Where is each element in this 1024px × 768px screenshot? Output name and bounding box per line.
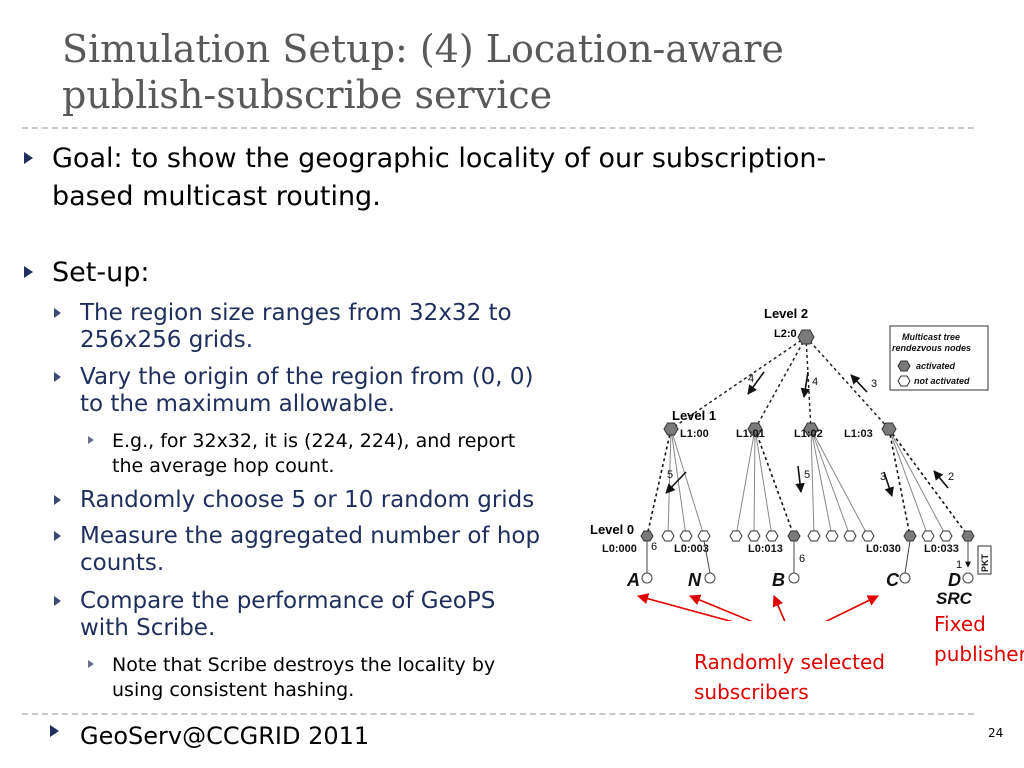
level1-node-label: L1:01	[736, 428, 765, 440]
footer-divider	[22, 713, 974, 715]
compare-bullet: Compare the performance of GeoPS with Sc…	[80, 588, 496, 641]
level0-node-label: L0:030	[866, 543, 901, 555]
level1-edges	[667, 428, 947, 537]
region-size-bullet: The region size ranges from 32x32 to 256…	[80, 300, 512, 353]
endpoint-label: B	[772, 570, 785, 590]
endpoint-links	[646, 540, 971, 574]
src-label: SRC	[936, 589, 973, 608]
hop-label: 3	[871, 378, 877, 390]
level1-node-label: L1:03	[844, 428, 873, 440]
level2-edges	[670, 336, 890, 430]
level2-node-label: L2:0	[774, 328, 797, 340]
hop-label: 3	[880, 471, 886, 483]
example-bullet: E.g., for 32x32, it is (224, 224), and r…	[112, 430, 516, 477]
footer-arrow-icon	[50, 725, 59, 737]
pkt-label: PKT	[980, 553, 990, 572]
endpoint-circles	[641, 572, 974, 584]
hop-label: 5	[804, 469, 810, 481]
level0-nodes	[640, 530, 975, 542]
level0-node-label: L0:000	[602, 543, 637, 555]
level1-nodes	[663, 422, 897, 436]
hop-label: 1	[956, 559, 962, 571]
level1-label: Level 1	[672, 408, 716, 423]
bullet-arrow-icon	[24, 266, 33, 278]
endpoint-label: C	[886, 570, 900, 590]
hop-arrows	[665, 371, 949, 497]
endpoint-label: N	[688, 570, 702, 590]
hop-label: 2	[948, 471, 954, 483]
multicast-tree-diagram: Level 2 L2:0 Level 1 Level 0 4 4 3 5	[590, 306, 992, 621]
slide-title: Simulation Setup: (4) Location-aware pub…	[62, 26, 962, 118]
random-grids-bullet: Randomly choose 5 or 10 random grids	[80, 487, 535, 513]
bullet-arrow-icon	[88, 436, 94, 444]
bullet-arrow-icon	[54, 531, 61, 541]
bullet-arrow-icon	[54, 495, 61, 505]
setup-bullet: Set-up:	[52, 257, 150, 288]
hop-label: 4	[812, 376, 818, 388]
not-activated-legend-icon	[897, 375, 911, 387]
legend-title-line-1: Multicast tree	[902, 332, 960, 342]
level0-node-label: L0:003	[674, 543, 709, 555]
footer-text: GeoServ@CCGRID 2011	[80, 722, 370, 750]
title-line-2: publish-subscribe service	[62, 73, 553, 117]
legend-title-line-2: rendezvous nodes	[892, 343, 971, 353]
subscriber-arrows	[636, 593, 880, 621]
bullet-arrow-icon	[24, 152, 33, 164]
bullet-arrow-icon	[54, 308, 61, 318]
bullet-arrow-icon	[54, 372, 61, 382]
packet-box	[977, 545, 992, 575]
origin-bullet: Vary the origin of the region from (0, 0…	[80, 364, 534, 417]
scribe-note-bullet: Note that Scribe destroys the locality b…	[112, 654, 496, 701]
legend-activated: activated	[916, 361, 956, 371]
goal-bullet: Goal: to show the geographic locality of…	[52, 143, 827, 212]
level0-node-label: L0:013	[748, 543, 783, 555]
bullet-arrow-icon	[88, 660, 94, 668]
endpoint-label: A	[626, 570, 640, 590]
title-divider	[22, 127, 974, 129]
hop-label: 5	[667, 469, 673, 481]
endpoint-label: D	[948, 570, 961, 590]
level1-node-label: L1:00	[680, 428, 709, 440]
level0-label: Level 0	[590, 522, 634, 537]
hop-label: 6	[651, 541, 657, 553]
measure-bullet: Measure the aggregated number of hop cou…	[80, 523, 541, 576]
level2-node	[797, 329, 815, 345]
title-line-1: Simulation Setup: (4) Location-aware	[62, 27, 784, 71]
level2-label: Level 2	[764, 306, 808, 321]
hop-label: 6	[799, 553, 805, 565]
legend-not-activated: not activated	[914, 376, 970, 386]
page-number: 24	[988, 726, 1004, 740]
hop-label: 4	[748, 373, 754, 385]
subscribers-annotation: Randomly selected subscribers	[694, 650, 885, 704]
bullet-arrow-icon	[54, 596, 61, 606]
activated-legend-icon	[897, 360, 911, 372]
routing-edges	[646, 428, 969, 537]
fixed-publisher-annotation: Fixed publisher	[934, 612, 1024, 666]
level0-node-label: L0:033	[924, 543, 959, 555]
level1-node-label: L1:02	[794, 428, 823, 440]
